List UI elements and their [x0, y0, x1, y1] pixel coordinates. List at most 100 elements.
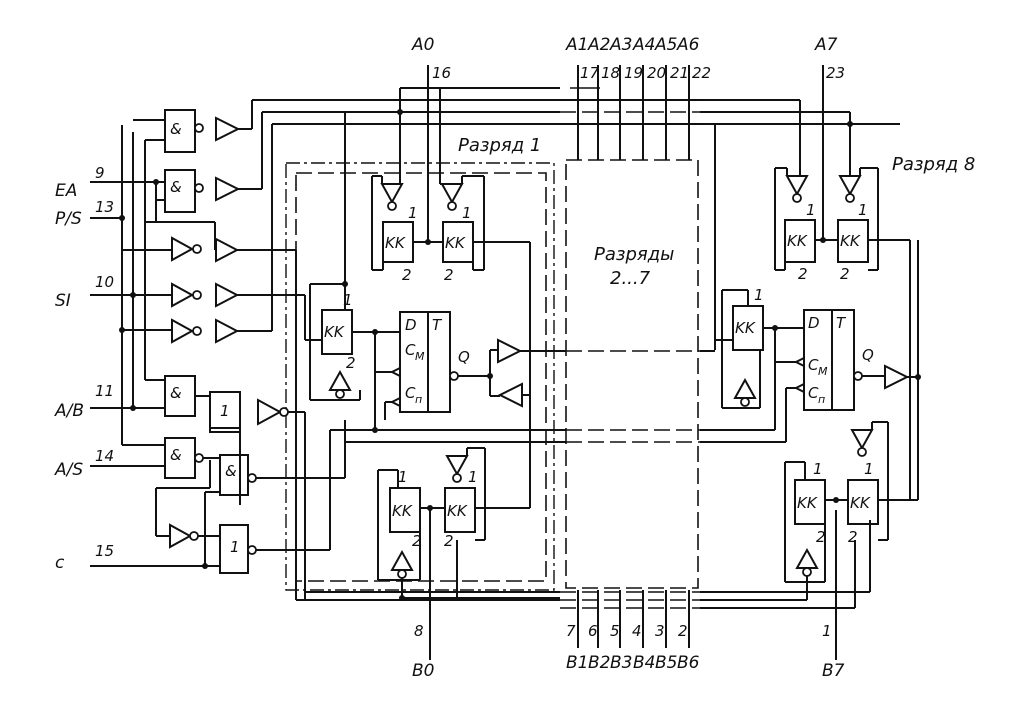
- bit8-kk-bottom-right: KK 1 2: [847, 429, 879, 546]
- svg-text:B6: B6: [677, 653, 700, 673]
- port-b0: B0 8: [412, 598, 434, 681]
- bit1-kk-middle: KK 1 2: [321, 291, 356, 399]
- svg-text:A4: A4: [632, 35, 655, 55]
- svg-text:18: 18: [601, 64, 620, 82]
- svg-text:2: 2: [444, 266, 454, 284]
- bits-2-7-range: 2...7: [610, 268, 651, 289]
- svg-text:7: 7: [566, 622, 576, 640]
- svg-text:P/S: P/S: [55, 209, 82, 229]
- svg-text:B7: B7: [822, 661, 845, 681]
- svg-text:C: C: [405, 384, 416, 402]
- svg-text:2: 2: [346, 354, 356, 372]
- svg-text:п: п: [415, 393, 422, 406]
- port-a0: A0 16: [411, 35, 451, 82]
- svg-text:&: &: [170, 384, 182, 402]
- svg-text:1: 1: [754, 286, 764, 304]
- svg-text:C: C: [808, 384, 819, 402]
- svg-text:C: C: [808, 356, 819, 374]
- svg-text:KK: KK: [385, 234, 406, 252]
- svg-text:A1: A1: [565, 35, 588, 55]
- svg-text:1: 1: [462, 204, 472, 222]
- port-a4: A4 20: [632, 35, 666, 160]
- svg-text:14: 14: [95, 447, 114, 465]
- bit8-flip-flop: D T C M C п Q: [793, 309, 874, 411]
- svg-text:KK: KK: [797, 494, 818, 512]
- svg-text:2: 2: [412, 532, 422, 550]
- svg-text:B3: B3: [610, 653, 632, 673]
- svg-text:22: 22: [692, 64, 711, 82]
- bit1-block-outline: [285, 162, 555, 591]
- svg-text:16: 16: [432, 64, 451, 82]
- bit1-kk-top-left: KK 1 2: [380, 183, 418, 284]
- svg-text:1: 1: [822, 622, 832, 640]
- bit8-kk-top-left: KK 1 2: [784, 175, 816, 283]
- bit8-kk-bottom-left: KK 1 2: [794, 460, 826, 577]
- port-b2: B2 6: [588, 590, 610, 673]
- svg-text:KK: KK: [787, 232, 808, 250]
- svg-text:1: 1: [343, 291, 353, 309]
- svg-text:KK: KK: [445, 234, 466, 252]
- svg-text:2: 2: [402, 266, 412, 284]
- and-gate-2: &: [164, 169, 241, 213]
- svg-text:9: 9: [95, 164, 105, 182]
- svg-text:Q: Q: [862, 346, 874, 364]
- input-ea: EA 9: [55, 164, 165, 201]
- port-a5: A5 21: [654, 35, 689, 160]
- svg-text:1: 1: [864, 460, 874, 478]
- svg-text:B4: B4: [633, 653, 655, 673]
- svg-text:KK: KK: [392, 502, 413, 520]
- svg-text:2: 2: [798, 265, 808, 283]
- svg-text:11: 11: [95, 382, 114, 400]
- svg-text:10: 10: [95, 273, 114, 291]
- svg-text:2: 2: [848, 528, 858, 546]
- bits-2-7-label: Разряды: [594, 244, 674, 265]
- bits-2-7-block-outline: [565, 159, 699, 589]
- bit1-flip-flop: D T C M C п Q: [389, 311, 470, 413]
- bit1-kk-bottom-right: KK 1 2: [444, 455, 478, 550]
- svg-text:3: 3: [655, 622, 665, 640]
- svg-text:6: 6: [588, 622, 598, 640]
- and-gate-3: &: [164, 375, 196, 417]
- input-ps: P/S 13: [55, 198, 122, 229]
- svg-text:&: &: [170, 178, 182, 196]
- svg-text:п: п: [818, 393, 825, 406]
- svg-text:SI: SI: [55, 291, 71, 311]
- svg-text:2: 2: [816, 528, 826, 546]
- bit1-kk-top-right: KK 1 2: [440, 183, 474, 284]
- svg-text:21: 21: [670, 64, 689, 82]
- svg-text:D: D: [808, 314, 820, 332]
- svg-text:A2: A2: [587, 35, 610, 55]
- svg-text:19: 19: [624, 64, 643, 82]
- and-gate-5: &: [219, 454, 257, 496]
- port-b3: B3 5: [610, 590, 632, 673]
- svg-text:13: 13: [95, 198, 114, 216]
- svg-text:B0: B0: [412, 661, 434, 681]
- svg-text:KK: KK: [447, 502, 468, 520]
- svg-text:KK: KK: [850, 494, 871, 512]
- or-gate-1: 1: [209, 391, 289, 433]
- svg-text:1: 1: [220, 402, 230, 420]
- svg-text:T: T: [432, 316, 443, 334]
- svg-text:&: &: [225, 462, 237, 480]
- bit8-kk-top-right: KK 1 2: [837, 175, 869, 283]
- bit1-label: Разряд 1: [458, 135, 541, 156]
- port-a6: A6 22: [676, 35, 711, 160]
- svg-text:T: T: [836, 314, 847, 332]
- svg-text:KK: KK: [324, 323, 345, 341]
- svg-text:8: 8: [414, 622, 424, 640]
- port-a7: A7 23: [814, 35, 845, 240]
- svg-text:M: M: [415, 350, 425, 363]
- svg-text:B5: B5: [655, 653, 677, 673]
- svg-text:1: 1: [398, 468, 408, 486]
- input-ab: A/B 11: [54, 382, 165, 421]
- buffer-row-3: [171, 318, 240, 344]
- svg-text:1: 1: [813, 460, 823, 478]
- svg-text:c: c: [55, 553, 65, 573]
- svg-text:C: C: [405, 341, 416, 359]
- bit1-kk-bottom-left: KK 1 2: [389, 468, 422, 579]
- svg-text:15: 15: [95, 542, 114, 560]
- port-b7: B7 1: [822, 510, 845, 681]
- svg-text:1: 1: [468, 468, 478, 486]
- svg-text:1: 1: [858, 201, 868, 219]
- input-si: SI 10: [55, 273, 172, 311]
